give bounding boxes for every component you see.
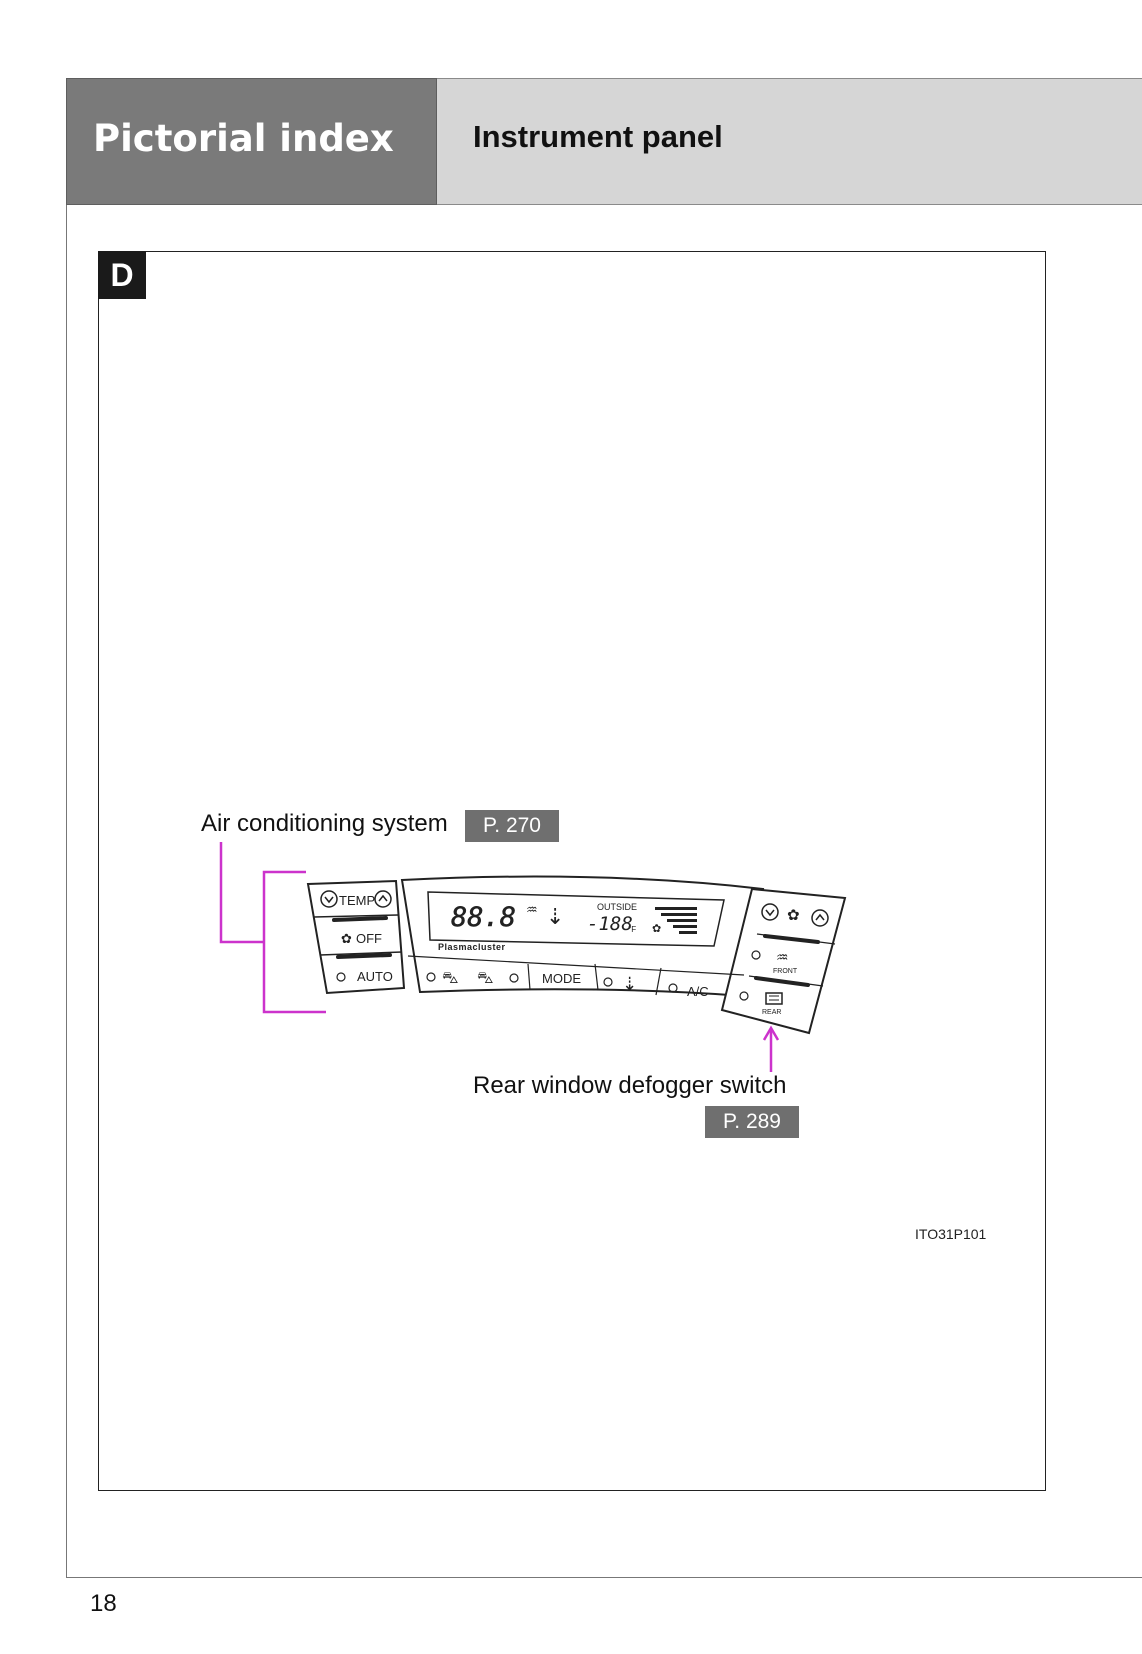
rear-defogger-icon bbox=[765, 992, 783, 1005]
illustration-frame bbox=[98, 251, 1046, 1491]
fan-up-icon bbox=[811, 909, 829, 927]
section-title: Pictorial index bbox=[93, 117, 394, 160]
temp-up-icon bbox=[374, 890, 392, 908]
auto-button-label: AUTO bbox=[357, 969, 393, 984]
rear-defogger-page-link[interactable]: P. 289 bbox=[705, 1106, 799, 1138]
lcd-outside-value: -188 bbox=[587, 913, 633, 935]
temp-down-icon bbox=[320, 890, 338, 908]
page-title: Instrument panel bbox=[473, 119, 723, 154]
lcd-main-value: 88.8 bbox=[451, 902, 516, 933]
rear-defogger-label: Rear window defogger switch bbox=[473, 1072, 787, 1099]
temp-button-label: TEMP bbox=[339, 893, 375, 908]
air-conditioning-page-link[interactable]: P. 270 bbox=[465, 810, 559, 842]
rear-defogger-panel-label: REAR bbox=[762, 1009, 781, 1016]
fan-speed-icon: ✿ bbox=[787, 906, 800, 924]
lcd-defrost-icon: ♒ bbox=[526, 903, 538, 918]
left-control-block bbox=[306, 879, 406, 995]
ac-callout-bracket bbox=[219, 842, 326, 1014]
front-defroster-label: FRONT bbox=[773, 968, 798, 975]
lcd-unit: °F bbox=[628, 925, 636, 934]
figure-id: ITO31P101 bbox=[915, 1226, 987, 1242]
right-control-block bbox=[720, 887, 847, 1035]
recirculation-icon: ⛍ bbox=[442, 968, 459, 987]
plasmacluster-label: Plasmacluster bbox=[438, 942, 506, 952]
page-rule-left bbox=[66, 205, 67, 1578]
auto-indicator-icon bbox=[336, 972, 346, 982]
fan-icon: ✿ bbox=[341, 932, 352, 947]
section-badge: D bbox=[98, 251, 146, 299]
section-header: Pictorial index bbox=[66, 78, 437, 205]
lcd-outside-label: OUTSIDE bbox=[597, 902, 637, 912]
air-conditioning-label: Air conditioning system bbox=[201, 810, 448, 837]
lcd-airflow-icon: ⇣ bbox=[546, 905, 564, 930]
off-button-label: OFF bbox=[356, 931, 382, 946]
page-header: Instrument panel bbox=[437, 78, 1142, 205]
air-outlet-icon: ⇣ bbox=[622, 974, 637, 995]
mode-button-label: MODE bbox=[542, 971, 581, 986]
ac-button-label: A/C bbox=[687, 984, 709, 999]
front-defroster-icon: ♒ bbox=[776, 950, 789, 966]
fan-down-icon bbox=[761, 903, 779, 921]
fresh-air-icon: ⛍ bbox=[477, 968, 494, 987]
rear-defogger-arrow bbox=[762, 1025, 780, 1072]
svg-text:✿: ✿ bbox=[652, 922, 661, 935]
lcd-fan-bars-icon bbox=[655, 907, 697, 934]
page-rule-bottom bbox=[66, 1577, 1142, 1578]
lcd-display bbox=[427, 891, 725, 947]
page-number: 18 bbox=[90, 1590, 117, 1617]
